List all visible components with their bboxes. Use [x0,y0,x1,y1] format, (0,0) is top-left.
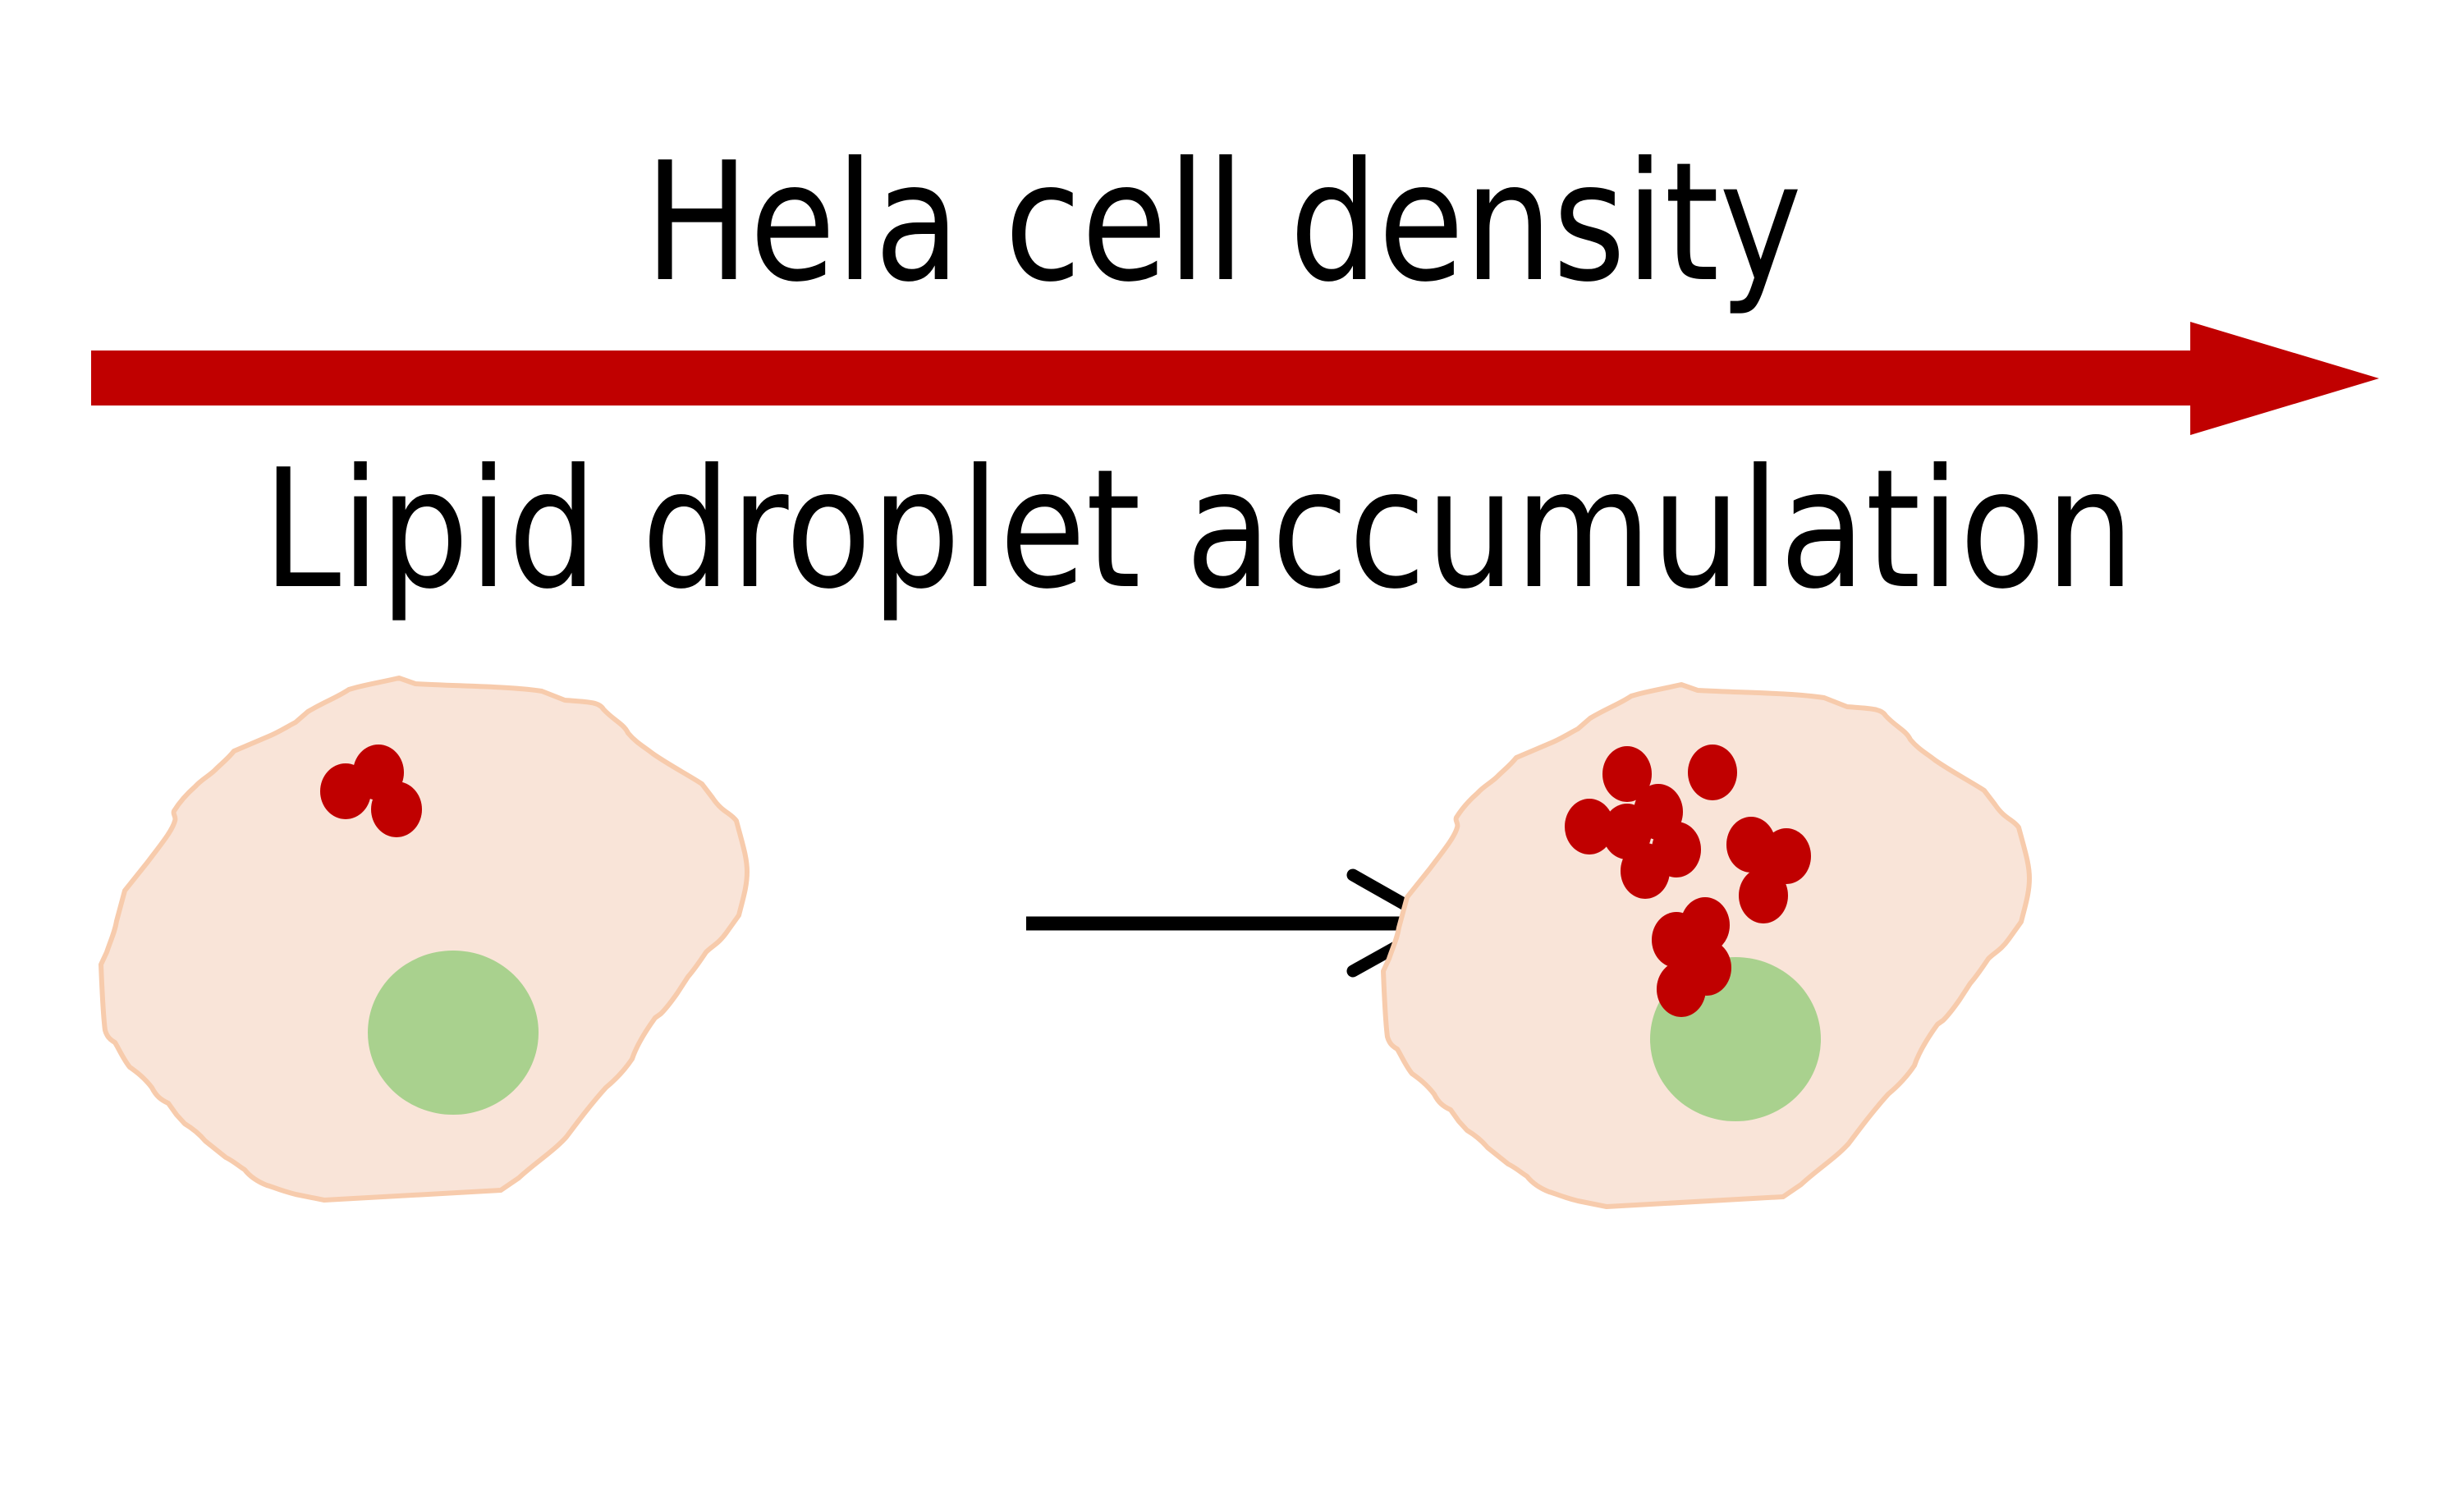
low-density-cell [99,676,750,1203]
high-density-cell [1381,682,2032,1209]
lipid-droplet [1657,961,1706,1017]
lipid-accumulation-label: Lipid droplet accumulation [263,434,2134,625]
lipid-droplet [1739,868,1788,923]
lipid-droplet [1621,843,1670,899]
lipid-droplets [1565,745,1811,1017]
nucleus [368,951,539,1115]
lipid-droplet [1565,799,1614,855]
lipid-droplet [1762,828,1811,884]
lipid-droplet [1688,745,1737,800]
trend-arrow-shaft [91,351,2190,405]
lipid-droplet [371,781,422,837]
trend-arrow-head [2190,322,2379,435]
lipid-droplet [1602,746,1652,802]
density-label: Hela cell density [644,127,1802,318]
trend-arrow-icon [91,322,2379,435]
cytoplasm [99,676,750,1203]
lipid-droplets [320,745,422,837]
transition-arrow-icon [1026,868,1451,978]
